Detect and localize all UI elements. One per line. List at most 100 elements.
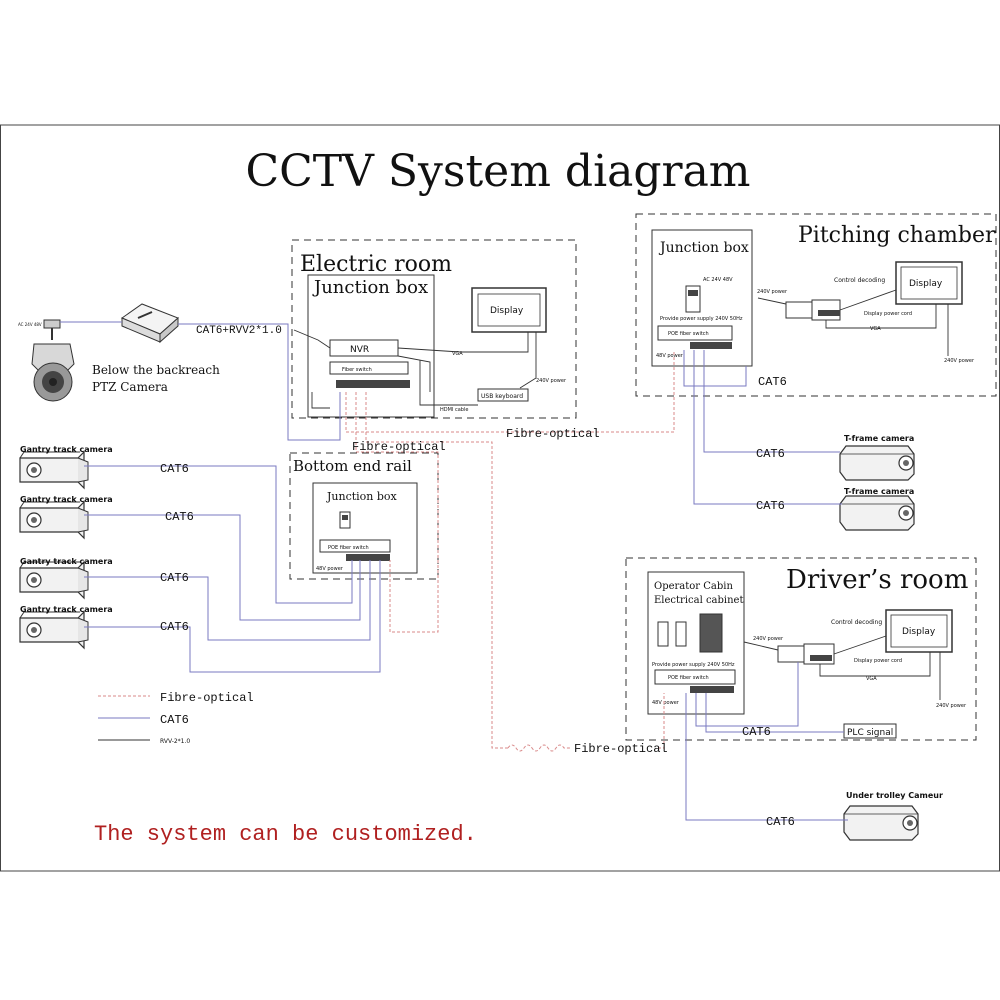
drivers-240v-label-2: 240V power — [936, 703, 967, 709]
pitching-power-module-detail — [688, 290, 698, 296]
drivers-display-wire — [833, 635, 887, 655]
ptz-camera-label-2: PTZ Camera — [92, 380, 168, 394]
drivers-power-wire — [743, 641, 779, 651]
legend-rvv-label: RVV-2*1.0 — [160, 738, 190, 745]
drivers-power-module-b — [675, 621, 687, 647]
drivers-control-decoding: Control decoding — [831, 619, 882, 626]
pitching-decoder-a — [785, 301, 813, 319]
drivers-display — [885, 609, 953, 653]
pitching-provide-power: Provide power supply 240V 50Hz — [660, 316, 743, 322]
gantry-camera-2-icon — [19, 501, 89, 539]
customization-note: The system can be customized. — [94, 822, 477, 847]
under-trolley-camera-icon — [843, 805, 919, 841]
ptz-camera-icon — [31, 319, 75, 402]
drivers-provide-power: Provide power supply 240V 50Hz — [652, 662, 735, 668]
pitching-control-decoding: Control decoding — [834, 277, 885, 284]
bottom-fibre-label: Fibre-optical — [352, 440, 446, 454]
gantry-3-cat6-label: CAT6 — [160, 571, 189, 585]
pitching-vga-wire — [825, 304, 937, 329]
drivers-decoder-a — [777, 645, 805, 663]
bottom-end-rail-label: Bottom end rail — [293, 457, 412, 475]
drivers-vga-label: VGA — [866, 676, 877, 682]
drivers-display-screen — [890, 614, 948, 648]
pitching-display-screen — [900, 266, 958, 300]
pitching-display-power-cord: Display power cord — [864, 311, 912, 317]
drivers-48v-label: 48V power — [652, 700, 680, 706]
rvv-power-wires — [293, 329, 331, 409]
pitching-poe-switch-label: POE fiber switch — [668, 331, 709, 337]
tframe-camera-2-icon — [839, 495, 915, 531]
electric-power-wire — [519, 332, 537, 389]
pitching-240v-label: 240V power — [757, 289, 788, 295]
drivers-decoder-detail — [810, 655, 832, 661]
bottom-power-module-detail — [342, 515, 348, 520]
pitching-fibre-label: Fibre-optical — [506, 427, 600, 441]
plc-signal-label: PLC signal — [847, 728, 893, 738]
bottom-junction-label: Junction box — [326, 490, 398, 503]
electric-room-boundary — [291, 239, 577, 419]
pitching-junction-label: Junction box — [658, 240, 749, 256]
drivers-display-power-cord: Display power cord — [854, 658, 902, 664]
gantry-1-cat6-label: CAT6 — [160, 462, 189, 476]
electric-fiber-switch — [329, 361, 409, 375]
pitching-switch-ports — [690, 342, 732, 349]
under-trolley-cat6-label: CAT6 — [766, 815, 795, 829]
plc-signal-box — [843, 723, 897, 739]
drivers-display-label: Display — [902, 627, 936, 637]
electric-junction-label: Junction box — [312, 277, 428, 298]
electric-nvr-switch-wire — [397, 355, 431, 392]
pitching-decoder-detail — [818, 310, 840, 316]
pitching-vga-label: VGA — [870, 326, 881, 332]
pitching-display-wire — [839, 289, 897, 311]
gantry-camera-3-icon — [19, 561, 89, 599]
pitching-240v-label-2: 240V power — [944, 358, 975, 364]
diagram-title: CCTV System diagram — [245, 146, 750, 197]
electric-room-label: Electric room — [300, 252, 452, 277]
bottom-48v-label: 48V power — [316, 566, 344, 572]
tframe-camera-2-label: T-frame camera — [844, 487, 914, 496]
cat6-cable-network — [84, 323, 848, 821]
electric-vga-wire — [397, 332, 529, 353]
pitching-display — [895, 261, 963, 305]
pitching-power-module — [685, 285, 701, 313]
electric-switch-ports — [336, 380, 410, 388]
usb-keyboard-label: USB keyboard — [481, 393, 523, 400]
ptz-camera-label-1: Below the backreach — [92, 363, 220, 377]
drivers-power-module-a — [657, 621, 669, 647]
electric-display-label: Display — [490, 306, 524, 316]
pitching-poe-switch — [657, 325, 733, 341]
bottom-junction-box — [312, 482, 418, 574]
electric-hdmi-label: HDMI cable — [440, 407, 468, 413]
pitching-power-wire — [757, 297, 787, 305]
tframe-2-cat6-label: CAT6 — [756, 499, 785, 513]
pitching-ac-label: AC 24V 48V — [703, 277, 733, 283]
pitching-display-label: Display — [909, 279, 943, 289]
pitching-48v-label: 48V power — [656, 353, 684, 359]
electric-keyboard-wire — [419, 360, 478, 406]
electric-display-screen — [477, 293, 541, 327]
gantry-camera-3-label: Gantry track camera — [20, 557, 113, 566]
gantry-camera-1-icon — [19, 451, 89, 489]
drivers-cat6-label: CAT6 — [742, 725, 771, 739]
gantry-camera-1-label: Gantry track camera — [20, 445, 113, 454]
gantry-camera-2-label: Gantry track camera — [20, 495, 113, 504]
nvr-label: NVR — [350, 345, 369, 355]
tframe-camera-1-icon — [839, 445, 915, 481]
bottom-switch-ports — [346, 554, 390, 561]
drivers-cabinet-unit — [699, 613, 723, 653]
pitching-junction-box — [651, 229, 753, 367]
operator-cabin-label-2: Electrical cabinet — [654, 595, 744, 606]
electric-vga-label: VGA — [452, 351, 463, 357]
electric-junction-box — [307, 274, 435, 418]
gantry-camera-4-label: Gantry track camera — [20, 605, 113, 614]
pitching-cat6-label: CAT6 — [758, 375, 787, 389]
fibre-optical-network — [345, 350, 675, 752]
ptz-junction-box — [120, 303, 179, 344]
ptz-cable-label: CAT6+RVV2*1.0 — [196, 325, 282, 337]
pitching-chamber-label: Pitching chamber — [798, 223, 996, 248]
drivers-poe-switch — [654, 669, 736, 685]
tframe-1-cat6-label: CAT6 — [756, 447, 785, 461]
drivers-poe-switch-label: POE fiber switch — [668, 675, 709, 681]
electric-fiber-switch-label: Fiber switch — [342, 367, 372, 373]
